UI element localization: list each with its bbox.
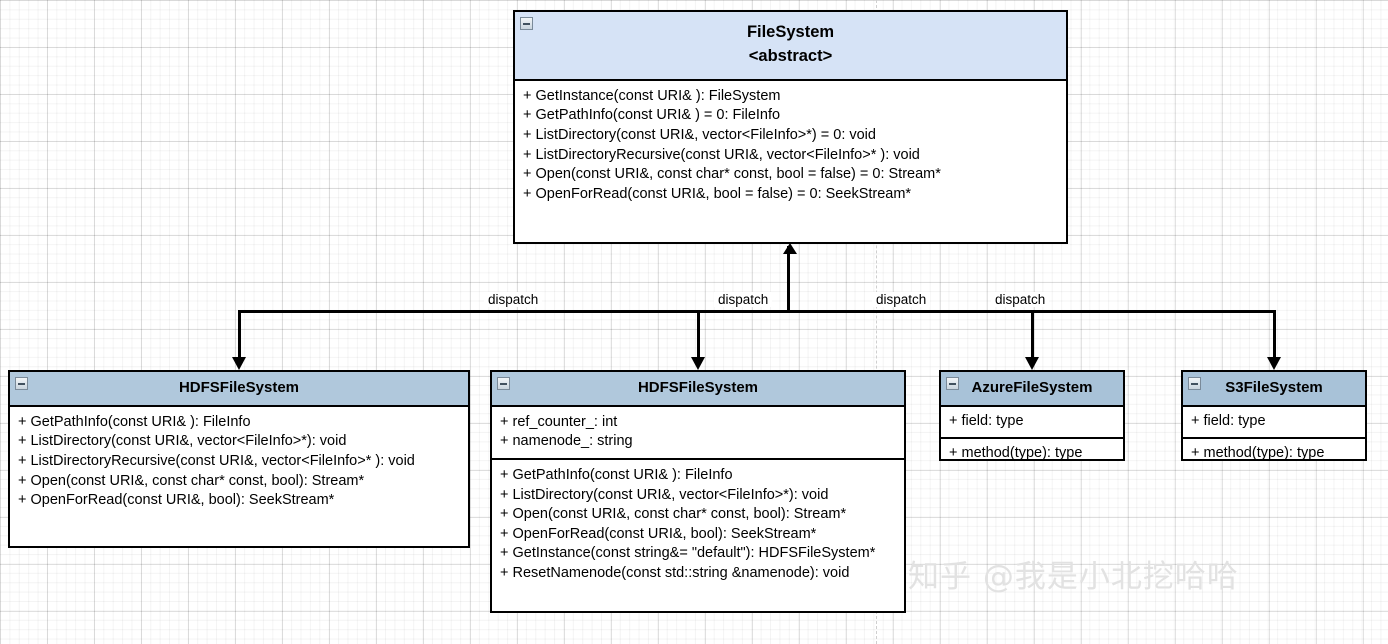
class-box-filesystem[interactable]: FileSystem <abstract> + GetInstance(cons…: [513, 10, 1068, 244]
method-row: + GetPathInfo(const URI& ): FileInfo: [500, 466, 733, 483]
class-header-azure: AzureFileSystem: [941, 372, 1123, 407]
class-fields-s3: + field: type: [1183, 406, 1365, 438]
collapse-icon[interactable]: [520, 17, 533, 30]
edge-label-dispatch-3: dispatch: [872, 292, 931, 307]
class-stereotype-filesystem: <abstract>: [748, 46, 833, 65]
class-title-hdfs-middle: HDFSFileSystem: [637, 379, 759, 396]
collapse-icon[interactable]: [1188, 377, 1201, 390]
method-row: + GetInstance(const URI& ): FileSystem: [523, 87, 781, 104]
class-header-filesystem: FileSystem <abstract>: [515, 12, 1066, 81]
class-box-azure[interactable]: AzureFileSystem + field: type + method(t…: [939, 370, 1125, 461]
inheritance-arrow-2: [691, 357, 705, 370]
class-box-hdfs-left[interactable]: HDFSFileSystem + GetPathInfo(const URI& …: [8, 370, 470, 548]
method-row: + ListDirectory(const URI&, vector<FileI…: [18, 433, 347, 450]
method-row: + Open(const URI&, const char* const, bo…: [18, 472, 365, 489]
class-methods-azure: + method(type): type: [941, 437, 1123, 461]
inheritance-arrow-1: [232, 357, 246, 370]
method-row: + ListDirectoryRecursive(const URI&, vec…: [18, 452, 415, 469]
class-box-s3[interactable]: S3FileSystem + field: type + method(type…: [1181, 370, 1367, 461]
class-methods-hdfs-left: + GetPathInfo(const URI& ): FileInfo + L…: [10, 406, 468, 517]
connector-bus: [238, 310, 1276, 313]
class-box-hdfs-middle[interactable]: HDFSFileSystem + ref_counter_: int + nam…: [490, 370, 906, 613]
collapse-icon[interactable]: [15, 377, 28, 390]
method-row: + OpenForRead(const URI&, bool): SeekStr…: [500, 525, 817, 542]
method-row: + ListDirectory(const URI&, vector<FileI…: [523, 127, 876, 144]
class-fields-azure: + field: type: [941, 406, 1123, 438]
class-methods-filesystem: + GetInstance(const URI& ): FileSystem +…: [515, 80, 1066, 211]
connector-drop-2: [697, 310, 700, 360]
method-row: + ListDirectory(const URI&, vector<FileI…: [500, 486, 829, 503]
inheritance-arrow-4: [1267, 357, 1281, 370]
connector-drop-4: [1273, 310, 1276, 360]
method-row: + OpenForRead(const URI&, bool = false) …: [523, 185, 912, 202]
method-row: + ListDirectoryRecursive(const URI&, vec…: [523, 146, 920, 163]
page-break-guide: [876, 0, 877, 644]
class-methods-s3: + method(type): type: [1183, 437, 1365, 461]
edge-label-dispatch-1: dispatch: [484, 292, 543, 307]
class-fields-hdfs-middle: + ref_counter_: int + namenode_: string: [492, 406, 904, 458]
connector-drop-3: [1031, 310, 1034, 360]
method-row: + GetPathInfo(const URI& ): FileInfo: [18, 413, 251, 430]
field-row: + ref_counter_: int: [500, 413, 618, 430]
connector-drop-1: [238, 310, 241, 360]
class-title-azure: AzureFileSystem: [971, 379, 1093, 396]
method-row: + method(type): type: [949, 445, 1083, 461]
field-row: + field: type: [949, 412, 1024, 429]
inheritance-arrow-3: [1025, 357, 1039, 370]
method-row: + OpenForRead(const URI&, bool): SeekStr…: [18, 492, 335, 509]
class-header-s3: S3FileSystem: [1183, 372, 1365, 407]
collapse-icon[interactable]: [946, 377, 959, 390]
class-header-hdfs-left: HDFSFileSystem: [10, 372, 468, 407]
edge-label-dispatch-2: dispatch: [714, 292, 773, 307]
method-row: + GetInstance(const string&= "default"):…: [500, 545, 876, 562]
edge-label-dispatch-4: dispatch: [991, 292, 1050, 307]
class-title-s3: S3FileSystem: [1225, 379, 1323, 396]
connector-stem: [787, 246, 790, 312]
class-header-hdfs-middle: HDFSFileSystem: [492, 372, 904, 407]
method-row: + Open(const URI&, const char* const, bo…: [523, 166, 941, 183]
method-row: + Open(const URI&, const char* const, bo…: [500, 506, 847, 523]
class-methods-hdfs-middle: + GetPathInfo(const URI& ): FileInfo + L…: [492, 457, 904, 590]
field-row: + field: type: [1191, 412, 1266, 429]
method-row: + method(type): type: [1191, 445, 1325, 461]
field-row: + namenode_: string: [500, 433, 633, 450]
watermark-text: 知乎 @我是小北挖哈哈: [908, 559, 1239, 595]
class-title-hdfs-left: HDFSFileSystem: [178, 379, 300, 396]
collapse-icon[interactable]: [497, 377, 510, 390]
method-row: + ResetNamenode(const std::string &namen…: [500, 564, 850, 581]
method-row: + GetPathInfo(const URI& ) = 0: FileInfo: [523, 107, 781, 124]
generalization-arrowhead: [783, 243, 797, 254]
class-title-filesystem: FileSystem: [746, 23, 835, 41]
